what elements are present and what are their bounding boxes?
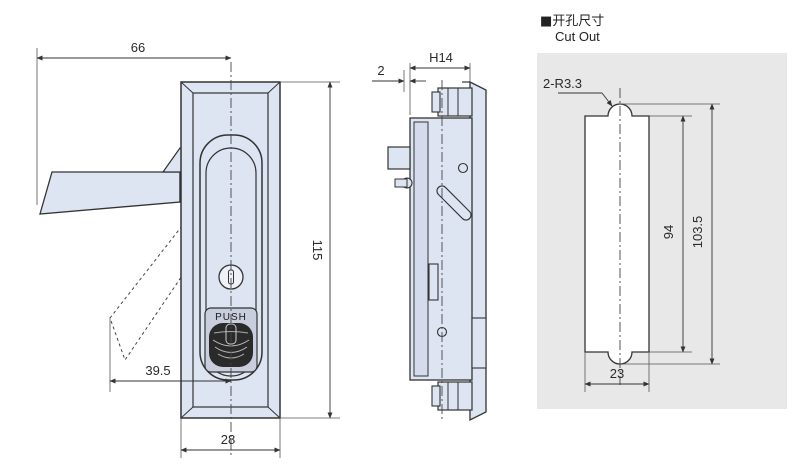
dim-inner-height: 94 xyxy=(661,225,676,239)
rect-slot xyxy=(428,263,439,301)
front-view: PUSH xyxy=(39,62,281,455)
lifted-handle xyxy=(39,171,181,215)
handle-swing-dashed xyxy=(109,225,187,362)
dim-cutout-width: 23 xyxy=(610,366,624,381)
dim-depth: H14 xyxy=(429,50,453,65)
side-dimensions: H14 2 xyxy=(372,50,471,115)
cutout-title-en: Cut Out xyxy=(555,29,600,44)
cutout-title-cn: ■开孔尺寸 xyxy=(540,10,604,29)
dim-handle-swing: 66 xyxy=(131,40,145,55)
angled-slot xyxy=(436,185,472,221)
dim-radius: 2-R3.3 xyxy=(543,76,582,91)
bottom-screw xyxy=(437,381,473,411)
square-bullet-icon: ■ xyxy=(540,14,553,29)
cutout-outline xyxy=(584,103,650,365)
push-label: PUSH xyxy=(215,312,247,323)
front-dimensions: 66 39.5 115 28 xyxy=(36,40,340,458)
cutout-background xyxy=(537,53,787,409)
side-hole-top xyxy=(457,162,469,174)
push-edge xyxy=(471,317,487,369)
dim-height: 115 xyxy=(310,240,325,261)
top-screw xyxy=(437,87,473,117)
dim-width: 28 xyxy=(221,432,235,447)
side-housing-inner xyxy=(413,121,429,377)
dim-handle-offset: 39.5 xyxy=(145,363,170,378)
side-view xyxy=(387,80,487,422)
cam-tab xyxy=(387,146,411,170)
cutout-title-cn-text: 开孔尺寸 xyxy=(552,14,605,29)
dim-offset: 2 xyxy=(377,63,384,78)
cutout-panel: 2-R3.3 94 103.5 23 xyxy=(537,53,787,409)
dim-outer-height: 103.5 xyxy=(690,216,705,249)
